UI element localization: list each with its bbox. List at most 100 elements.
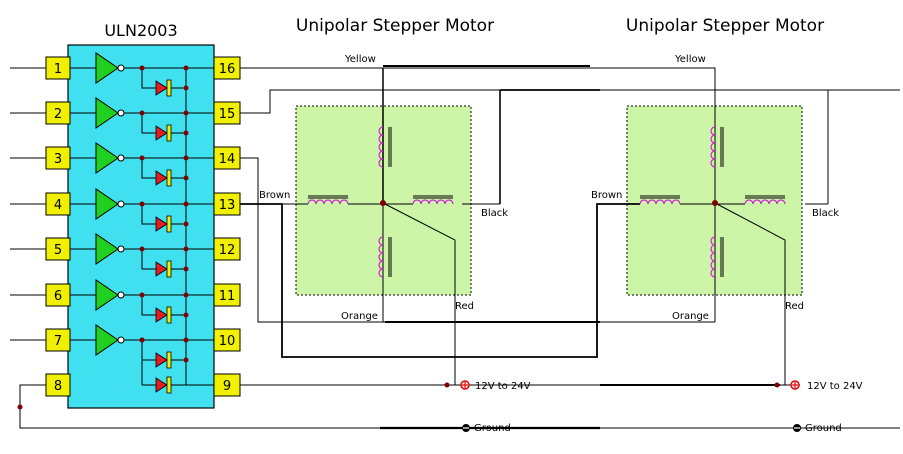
center-junction: [380, 200, 386, 206]
diode-bar: [166, 215, 172, 233]
right-pin-box: [213, 237, 241, 261]
right-pin-number: 16: [219, 62, 236, 77]
coil-top: [710, 126, 716, 168]
driver-channels: [95, 52, 189, 394]
chip-title: ULN2003: [104, 21, 177, 40]
junction-dot: [183, 85, 189, 91]
junction-dot: [183, 337, 189, 343]
left-pin-box: [45, 192, 71, 216]
junction-dot: [17, 404, 23, 410]
left-pin-number: 2: [54, 107, 62, 122]
motor-2-title: Unipolar Stepper Motor: [626, 16, 824, 36]
coil-right: [744, 199, 786, 205]
diode-bar: [166, 124, 172, 142]
power-junction: [774, 382, 780, 388]
inverter-bubble: [117, 291, 125, 299]
brown-loop: [240, 203, 640, 358]
diode-wire: [141, 204, 156, 225]
yellow-wire-2: [383, 67, 716, 203]
diode-bar: [166, 260, 172, 278]
diode: [155, 352, 168, 368]
right-pin-box: [213, 283, 241, 307]
diode-wire: [141, 68, 156, 89]
inverter-bubble: [117, 64, 125, 72]
motor-1-brown-label: Brown: [259, 190, 290, 201]
diode-wire: [141, 295, 156, 316]
motor-1-title: Unipolar Stepper Motor: [296, 16, 494, 36]
left-pin-number: 1: [54, 62, 62, 77]
diode: [155, 377, 168, 393]
right-pin-box: [213, 328, 241, 352]
junction-dot: [183, 221, 189, 227]
diode: [155, 261, 168, 277]
junction-dot: [183, 312, 189, 318]
motor-2-yellow-label: Yellow: [674, 54, 706, 65]
diode-bar: [166, 169, 172, 187]
left-pin-box: [45, 56, 71, 80]
left-pin-box: [45, 283, 71, 307]
junction-dot: [139, 337, 145, 343]
right-pin-box: [213, 373, 241, 397]
junction-dot: [183, 65, 189, 71]
right-pin-number: 13: [219, 198, 236, 213]
coil-top: [378, 126, 384, 168]
left-pin-number: 3: [54, 152, 62, 167]
coil-bottom: [378, 236, 384, 278]
right-pin-box: [213, 146, 241, 170]
coil-left: [307, 199, 349, 205]
left-pin-box: [45, 373, 71, 397]
left-pin-box: [45, 101, 71, 125]
coil-bottom: [710, 236, 716, 278]
motor-coils: [307, 126, 786, 278]
motor-1-black-label: Black: [481, 208, 508, 219]
inverter-bubble: [117, 336, 125, 344]
junction-dot: [139, 155, 145, 161]
left-pin-box: [45, 328, 71, 352]
left-pin-number: 7: [54, 334, 62, 349]
buffer-triangle: [95, 142, 119, 174]
buffer-triangle: [95, 324, 119, 356]
diode-bar: [166, 376, 172, 394]
motor-2-orange-label: Orange: [672, 311, 709, 322]
inverter-bubble: [117, 245, 125, 253]
motor-1-yellow-label: Yellow: [344, 54, 376, 65]
junction-dot: [183, 266, 189, 272]
buffer-triangle: [95, 233, 119, 265]
coil-left: [639, 199, 681, 205]
junction-dot: [139, 246, 145, 252]
right-pin-box: [213, 56, 241, 80]
diode-wire: [141, 249, 156, 270]
right-pin-number: 10: [219, 334, 236, 349]
left-pin-number: 4: [54, 198, 62, 213]
inverter-bubble: [117, 154, 125, 162]
junction-dot: [183, 110, 189, 116]
motor-1-power-label: 12V to 24V: [475, 381, 531, 392]
diode: [155, 216, 168, 232]
left-pin-number: 5: [54, 243, 62, 258]
power-junction: [444, 382, 450, 388]
red-wire-2: [714, 202, 786, 385]
right-pin-number: 11: [219, 289, 236, 304]
right-pin-box: [213, 192, 241, 216]
right-pin-box: [213, 101, 241, 125]
diode-bar: [166, 306, 172, 324]
junction-dot: [139, 65, 145, 71]
junction-dot: [183, 155, 189, 161]
junction-dot: [139, 110, 145, 116]
left-pin-box: [45, 146, 71, 170]
junction-dot: [183, 357, 189, 363]
junction-dot: [139, 292, 145, 298]
inverter-bubble: [117, 200, 125, 208]
diode-bar: [166, 79, 172, 97]
motor-2-brown-label: Brown: [591, 190, 622, 201]
right-pin-number: 15: [219, 107, 236, 122]
junction-dot: [183, 246, 189, 252]
coil-right: [412, 199, 454, 205]
right-pin-number: 14: [219, 152, 236, 167]
diode-wire: [141, 113, 156, 134]
motor-1-orange-label: Orange: [341, 311, 378, 322]
diode-bar: [166, 351, 172, 369]
motor-1-red-label: Red: [455, 301, 474, 312]
red-wire-1: [382, 202, 456, 385]
